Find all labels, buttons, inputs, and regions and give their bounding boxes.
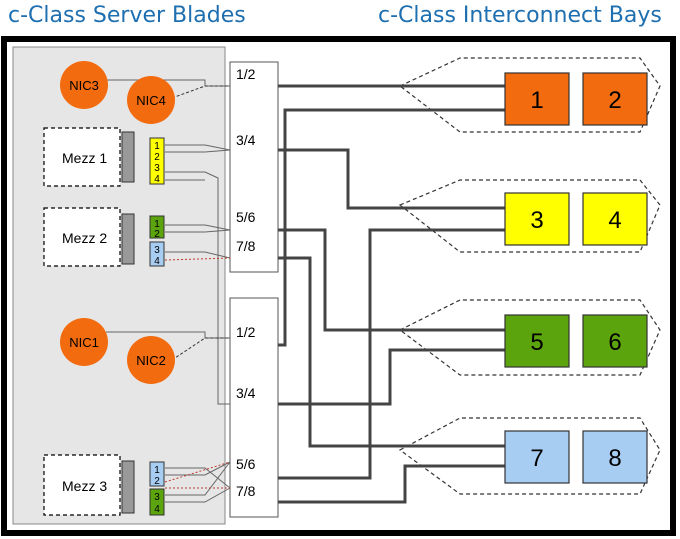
bay-2	[582, 72, 648, 126]
mezz3-label: Mezz 3	[62, 478, 107, 494]
nic1-label: NIC1	[69, 335, 99, 350]
mezz1-card	[43, 127, 121, 187]
bay-group-1-2	[398, 57, 661, 133]
mezz1-label: Mezz 1	[62, 150, 107, 166]
mezz3-port-block-green	[149, 488, 165, 516]
mezz1-port-1: 1	[154, 141, 160, 152]
server-blades-title: c-Class Server Blades	[8, 3, 246, 28]
mezz1-ports: 1 2 3 4	[149, 137, 165, 185]
bay-8	[582, 430, 648, 484]
mezz2-label: Mezz 2	[62, 230, 107, 246]
midplane-top-1-2: 1/2	[236, 66, 256, 82]
mezz3-port-1: 1	[154, 465, 160, 476]
bay-2-label: 2	[608, 87, 621, 114]
midplane-top-3-4: 3/4	[236, 132, 256, 148]
bay-1	[504, 72, 570, 126]
bay-5-label: 5	[530, 329, 543, 356]
mezz3-connector	[121, 460, 135, 514]
bay-group-7-8	[398, 417, 661, 495]
nic1-icon	[60, 318, 108, 366]
mezz3-card	[43, 454, 121, 516]
interconnect-bays-title: c-Class Interconnect Bays	[378, 3, 662, 28]
bay-6-label: 6	[608, 329, 621, 356]
mezz2-port-block-blue	[149, 241, 165, 267]
midplane-connector-bottom	[229, 297, 279, 518]
mezz1-port-2: 2	[154, 152, 160, 163]
bay-4	[582, 192, 648, 246]
bay-5	[504, 314, 570, 368]
midplane-top-7-8: 7/8	[236, 238, 256, 254]
nic4-label: NIC4	[136, 93, 166, 108]
bay-7	[504, 430, 570, 484]
nic-dashed-leads	[171, 85, 230, 361]
bay-group-3-4	[398, 179, 661, 253]
mezz1-port-block	[149, 137, 165, 185]
mezz3-port-4: 4	[154, 504, 160, 515]
bay-7-label: 7	[530, 445, 543, 472]
red-dashed-links	[164, 257, 231, 489]
midplane-bottom-3-4: 3/4	[236, 385, 256, 401]
mezz2-port-block-green	[149, 215, 165, 239]
mezz1-port-4: 4	[154, 174, 160, 185]
bay-3-label: 3	[530, 207, 543, 234]
bay-8-label: 8	[608, 445, 621, 472]
midplane-connector-top	[229, 61, 279, 273]
bay-3	[504, 192, 570, 246]
midplane-bottom-5-6: 5/6	[236, 456, 256, 472]
mezz1-connector	[121, 131, 135, 183]
nic2-label: NIC2	[136, 353, 166, 368]
midplane-bottom-1-2: 1/2	[236, 324, 256, 340]
mezz3-port-2: 2	[154, 476, 160, 487]
mezz2-port-3: 3	[154, 245, 160, 256]
server-blade-panel	[12, 46, 226, 525]
mezz3-port-3: 3	[154, 492, 160, 503]
mezz2-connector	[121, 213, 135, 265]
mezz3-ports: 1 2 3 4	[149, 461, 165, 516]
nic4-icon	[127, 76, 175, 124]
mezz2-port-1: 1	[154, 219, 160, 230]
midplane-top-5-6: 5/6	[236, 209, 256, 225]
mezz2-ports: 1 2 3 4	[149, 215, 165, 267]
nic3-label: NIC3	[69, 78, 99, 93]
mezz1-port-3: 3	[154, 163, 160, 174]
bay-4-label: 4	[608, 207, 621, 234]
routing-lines	[278, 84, 505, 504]
mezz2-card	[43, 207, 121, 267]
mezz2-port-4: 4	[154, 256, 160, 267]
mezz2-port-2: 2	[154, 229, 160, 240]
bay-6	[582, 314, 648, 368]
bay-group-5-6	[398, 299, 661, 376]
mezz3-port-block-blue	[149, 461, 165, 487]
nic2-icon	[127, 336, 175, 384]
bay-1-label: 1	[530, 87, 543, 114]
midplane-bottom-7-8: 7/8	[236, 483, 256, 499]
nic3-icon	[60, 61, 108, 109]
